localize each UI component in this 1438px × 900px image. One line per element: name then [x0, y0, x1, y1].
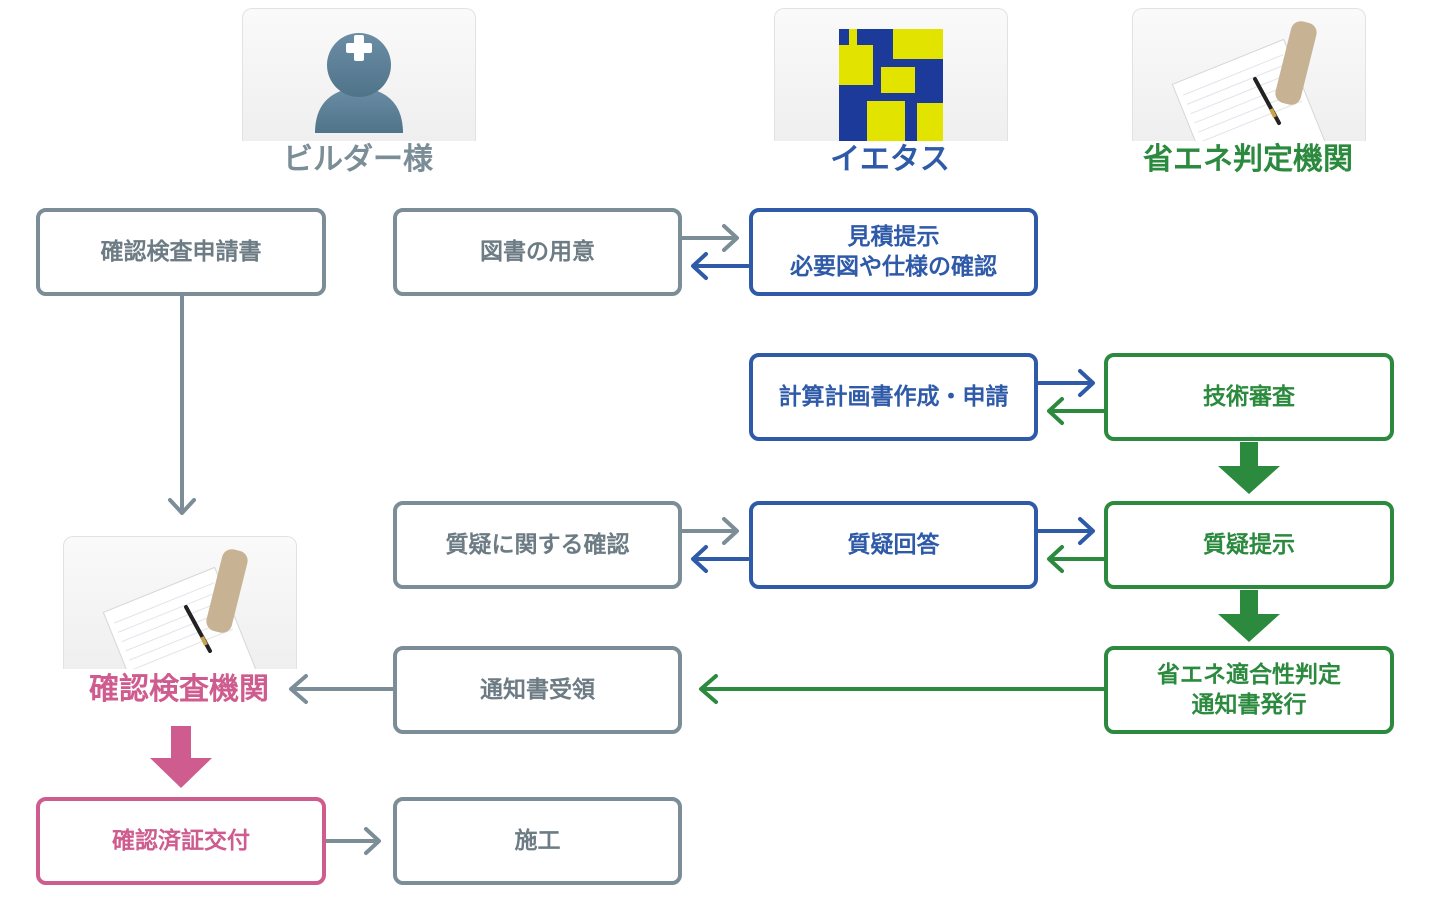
kakunin-zumi-box: 確認済証交付: [36, 797, 326, 885]
zusho-yoi-label: 図書の用意: [480, 239, 595, 265]
gijutsu-shinsa-label: 技術審査: [1203, 384, 1295, 410]
ietas-logo-icon: [839, 29, 943, 141]
tsuchisho-juryo-box: 通知書受領: [393, 646, 682, 734]
keisan-label: 計算計画書作成・申請: [778, 384, 1009, 410]
seko-label: 施工: [514, 828, 561, 854]
tekigo-hantei-box: 省エネ適合性判定 通知書発行: [1104, 646, 1394, 734]
shitsugi-kaito-box: 質疑回答: [749, 501, 1038, 589]
mitsumori-label-line1: 見積提示: [847, 224, 940, 250]
shitsugi-teiji-label: 質疑提示: [1203, 532, 1295, 558]
agency-tile: [1132, 8, 1366, 141]
zusho-yoi-box: 図書の用意: [393, 208, 682, 296]
shitsugi-kakunin-label: 質疑に関する確認: [445, 532, 630, 558]
kakunin-zumi-label: 確認済証交付: [112, 828, 250, 854]
inspection-agency-tile: [63, 536, 297, 669]
builder-label: ビルダー様: [283, 142, 433, 177]
ietas-tile: [774, 8, 1008, 141]
kakunin-shinseisho-label: 確認検査申請書: [100, 239, 262, 265]
tsuchisho-juryo-label: 通知書受領: [480, 677, 595, 703]
mitsumori-box: 見積提示 必要図や仕様の確認: [749, 208, 1038, 296]
keisan-box: 計算計画書作成・申請: [749, 353, 1038, 441]
shitsugi-kakunin-box: 質疑に関する確認: [393, 501, 682, 589]
builder-person-icon: [315, 33, 403, 133]
builder-tile: [242, 8, 476, 141]
document-pen-icon: [102, 549, 257, 669]
shitsugi-teiji-box: 質疑提示: [1104, 501, 1394, 589]
agency-label: 省エネ判定機関: [1143, 142, 1353, 177]
document-pen-icon: [1171, 21, 1326, 141]
seko-box: 施工: [393, 797, 682, 885]
tekigo-hantei-label-line2: 通知書発行: [1191, 692, 1307, 718]
shitsugi-kaito-label: 質疑回答: [847, 532, 940, 558]
gijutsu-shinsa-box: 技術審査: [1104, 353, 1394, 441]
kakunin-shinseisho-box: 確認検査申請書: [36, 208, 326, 296]
mitsumori-label-line2: 必要図や仕様の確認: [790, 254, 997, 280]
inspection-agency-label: 確認検査機関: [89, 672, 269, 707]
tekigo-hantei-label-line1: 省エネ適合性判定: [1157, 662, 1341, 688]
ietas-label: イエタス: [830, 142, 950, 177]
